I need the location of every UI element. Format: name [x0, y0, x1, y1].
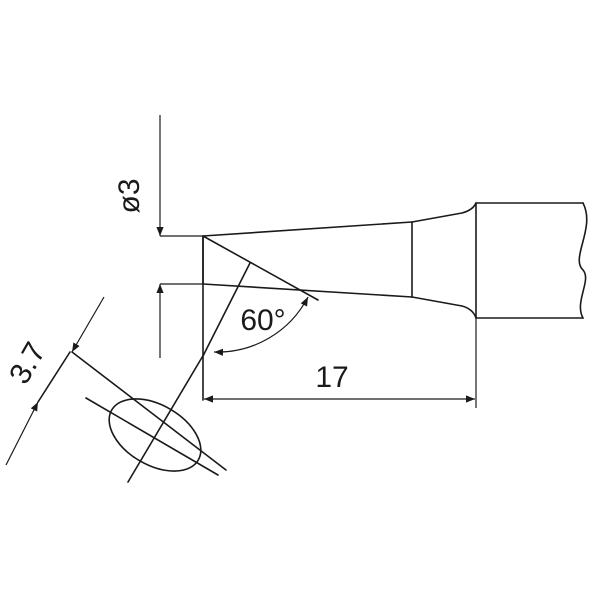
- angle-label: 60°: [240, 304, 285, 337]
- angle-dimension: 60°: [213, 296, 309, 356]
- length-label: 17: [315, 361, 348, 394]
- length-dimension: 17: [204, 318, 477, 408]
- tip-outline: [202, 202, 588, 319]
- width-dimension: 3.7: [3, 296, 105, 466]
- diameter-dimension: ø3: [113, 115, 203, 358]
- tip-face-view: [37, 351, 227, 483]
- diameter-label: ø3: [113, 178, 146, 213]
- width-label: 3.7: [3, 337, 52, 390]
